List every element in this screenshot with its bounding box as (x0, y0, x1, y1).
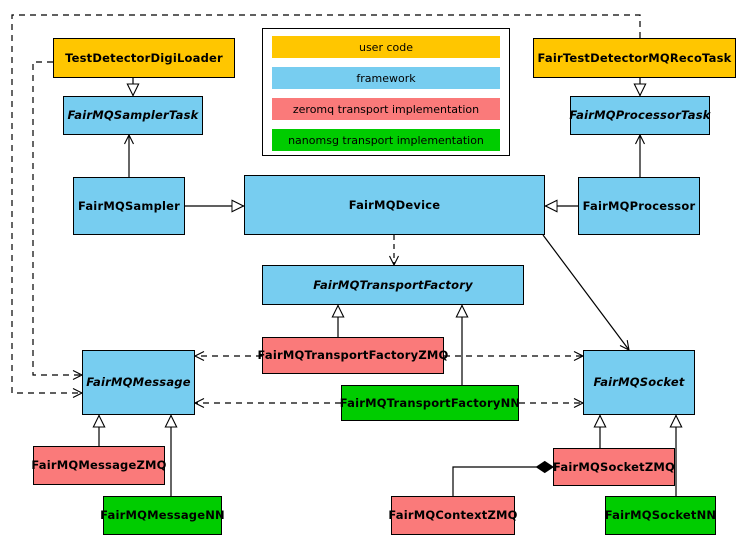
class-node-FairMQProcessor[interactable]: FairMQProcessor (578, 177, 700, 235)
class-node-FairMQSampler[interactable]: FairMQSampler (73, 177, 185, 235)
legend-row-nanomsg: nanomsg transport implementation (272, 129, 500, 151)
class-node-FairMQTransportFactory[interactable]: FairMQTransportFactory (262, 265, 524, 305)
edge-contextzmq-socketzmq (452, 467, 553, 496)
edge-digiloader-message (32, 61, 82, 375)
edge-recotask-message (11, 14, 641, 393)
class-node-FairMQSamplerTask[interactable]: FairMQSamplerTask (63, 96, 203, 135)
class-node-FairMQSocketZMQ[interactable]: FairMQSocketZMQ (553, 448, 675, 486)
legend-row-user_code: user code (272, 36, 500, 58)
class-node-FairTestDetectorMQRecoTask[interactable]: FairTestDetectorMQRecoTask (533, 38, 736, 78)
class-node-FairMQMessageZMQ[interactable]: FairMQMessageZMQ (31, 446, 166, 485)
class-node-TestDetectorDigiLoader[interactable]: TestDetectorDigiLoader (53, 38, 235, 78)
class-node-FairMQTransportFactoryNN[interactable]: FairMQTransportFactoryNN (340, 385, 520, 421)
class-node-FairMQSocket[interactable]: FairMQSocket (583, 350, 695, 415)
class-node-FairMQProcessorTask[interactable]: FairMQProcessorTask (569, 96, 710, 135)
legend-row-zeromq: zeromq transport implementation (272, 98, 500, 120)
class-node-FairMQDevice[interactable]: FairMQDevice (244, 175, 545, 235)
legend-row-framework: framework (272, 67, 500, 89)
class-node-FairMQTransportFactoryZMQ[interactable]: FairMQTransportFactoryZMQ (258, 337, 448, 374)
class-node-FairMQSocketNN[interactable]: FairMQSocketNN (605, 496, 716, 535)
edge-device-socket (542, 234, 629, 350)
class-node-FairMQMessage[interactable]: FairMQMessage (82, 350, 195, 415)
class-node-FairMQMessageNN[interactable]: FairMQMessageNN (100, 496, 225, 535)
class-node-FairMQContextZMQ[interactable]: FairMQContextZMQ (388, 496, 517, 535)
